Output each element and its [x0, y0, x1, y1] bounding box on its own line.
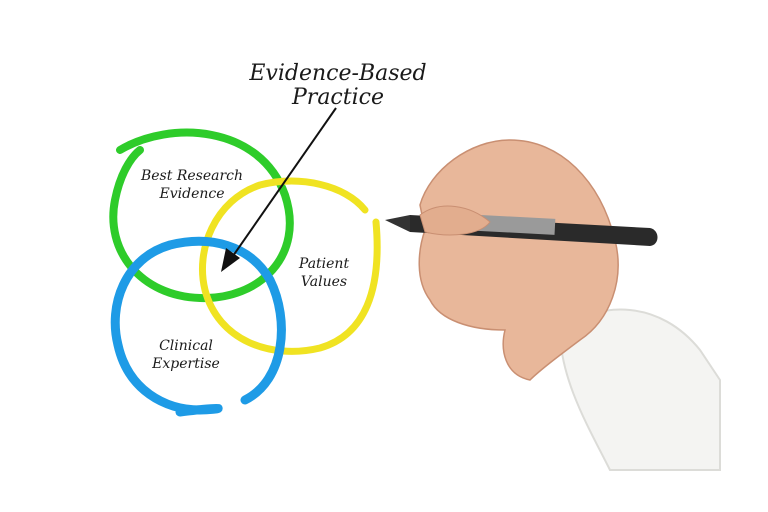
pen-tip	[385, 215, 410, 232]
yellow-circle	[198, 177, 381, 355]
label-patient-1: Patient	[298, 256, 350, 272]
thumb	[419, 205, 491, 236]
label-research-2: Evidence	[159, 186, 225, 202]
title-line1: Evidence-Based	[248, 61, 426, 86]
blue-circle	[110, 236, 286, 417]
hand-with-pen	[385, 139, 721, 471]
arrow-head	[221, 248, 240, 272]
title-line2: Practice	[291, 85, 384, 110]
green-circle	[109, 128, 294, 303]
arrow-line	[225, 107, 337, 267]
label-clinical-2: Expertise	[151, 356, 220, 372]
label-research-1: Best Research	[140, 168, 243, 184]
label-clinical-1: Clinical	[159, 338, 213, 354]
hand	[418, 139, 619, 381]
label-patient-2: Values	[301, 274, 347, 290]
